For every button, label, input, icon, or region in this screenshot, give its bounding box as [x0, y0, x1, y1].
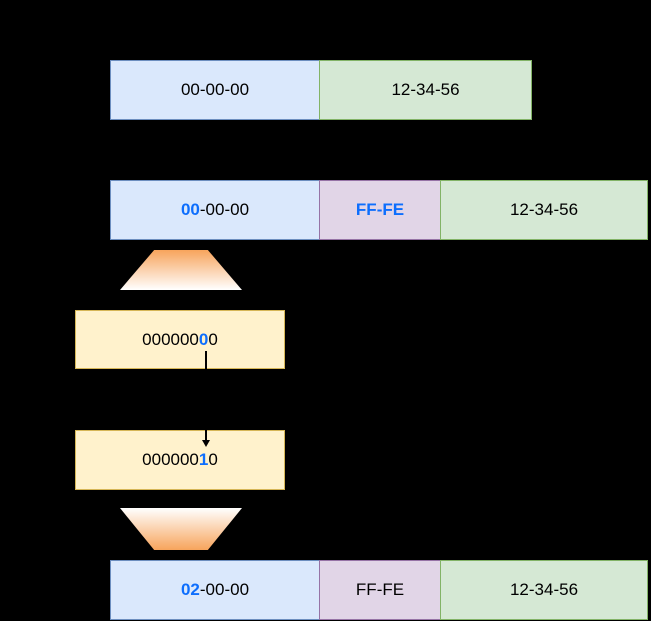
insert-row-oui-first-byte: 00 — [180, 200, 200, 219]
eui64-nic-label: 12-34-56 — [509, 580, 579, 599]
eui64-nic-box: 12-34-56 — [440, 560, 648, 620]
eui48-nic-label: 12-34-56 — [391, 80, 460, 99]
arrow-down-connector — [201, 351, 210, 447]
zoom-in-funnel-icon — [120, 250, 242, 290]
eui48-oui-box: 00-00-00 — [110, 60, 320, 120]
insert-row-oui-box: 00-00-00 — [110, 180, 320, 240]
eui48-oui-label: 00-00-00 — [180, 80, 250, 99]
insert-row-fffe-box: FF-FE — [319, 180, 441, 240]
eui64-fffe-label: FF-FE — [355, 580, 405, 599]
bits-before-flip-bit: 0 — [198, 329, 209, 349]
insert-row-fffe-label: FF-FE — [355, 200, 405, 219]
zoom-out-funnel-icon — [120, 508, 242, 550]
bits-after-right: 0 — [208, 450, 218, 469]
arrowhead-down-icon — [201, 440, 210, 447]
bits-before-right: 0 — [208, 329, 218, 349]
insert-row-nic-label: 12-34-56 — [509, 200, 579, 219]
insert-row-nic-box: 12-34-56 — [440, 180, 648, 240]
bits-after-left: 000000 — [142, 450, 199, 469]
eui64-oui-box: 02-00-00 — [110, 560, 320, 620]
bits-after-flip-bit: 1 — [198, 450, 209, 469]
bits-before-left: 000000 — [142, 329, 199, 349]
eui48-nic-box: 12-34-56 — [319, 60, 532, 120]
connector-line — [204, 351, 207, 440]
eui64-fffe-box: FF-FE — [319, 560, 441, 620]
eui64-oui-first-byte: 02 — [180, 580, 200, 599]
eui64-oui-rest: -00-00 — [199, 580, 250, 599]
insert-row-oui-rest: -00-00 — [199, 200, 250, 219]
